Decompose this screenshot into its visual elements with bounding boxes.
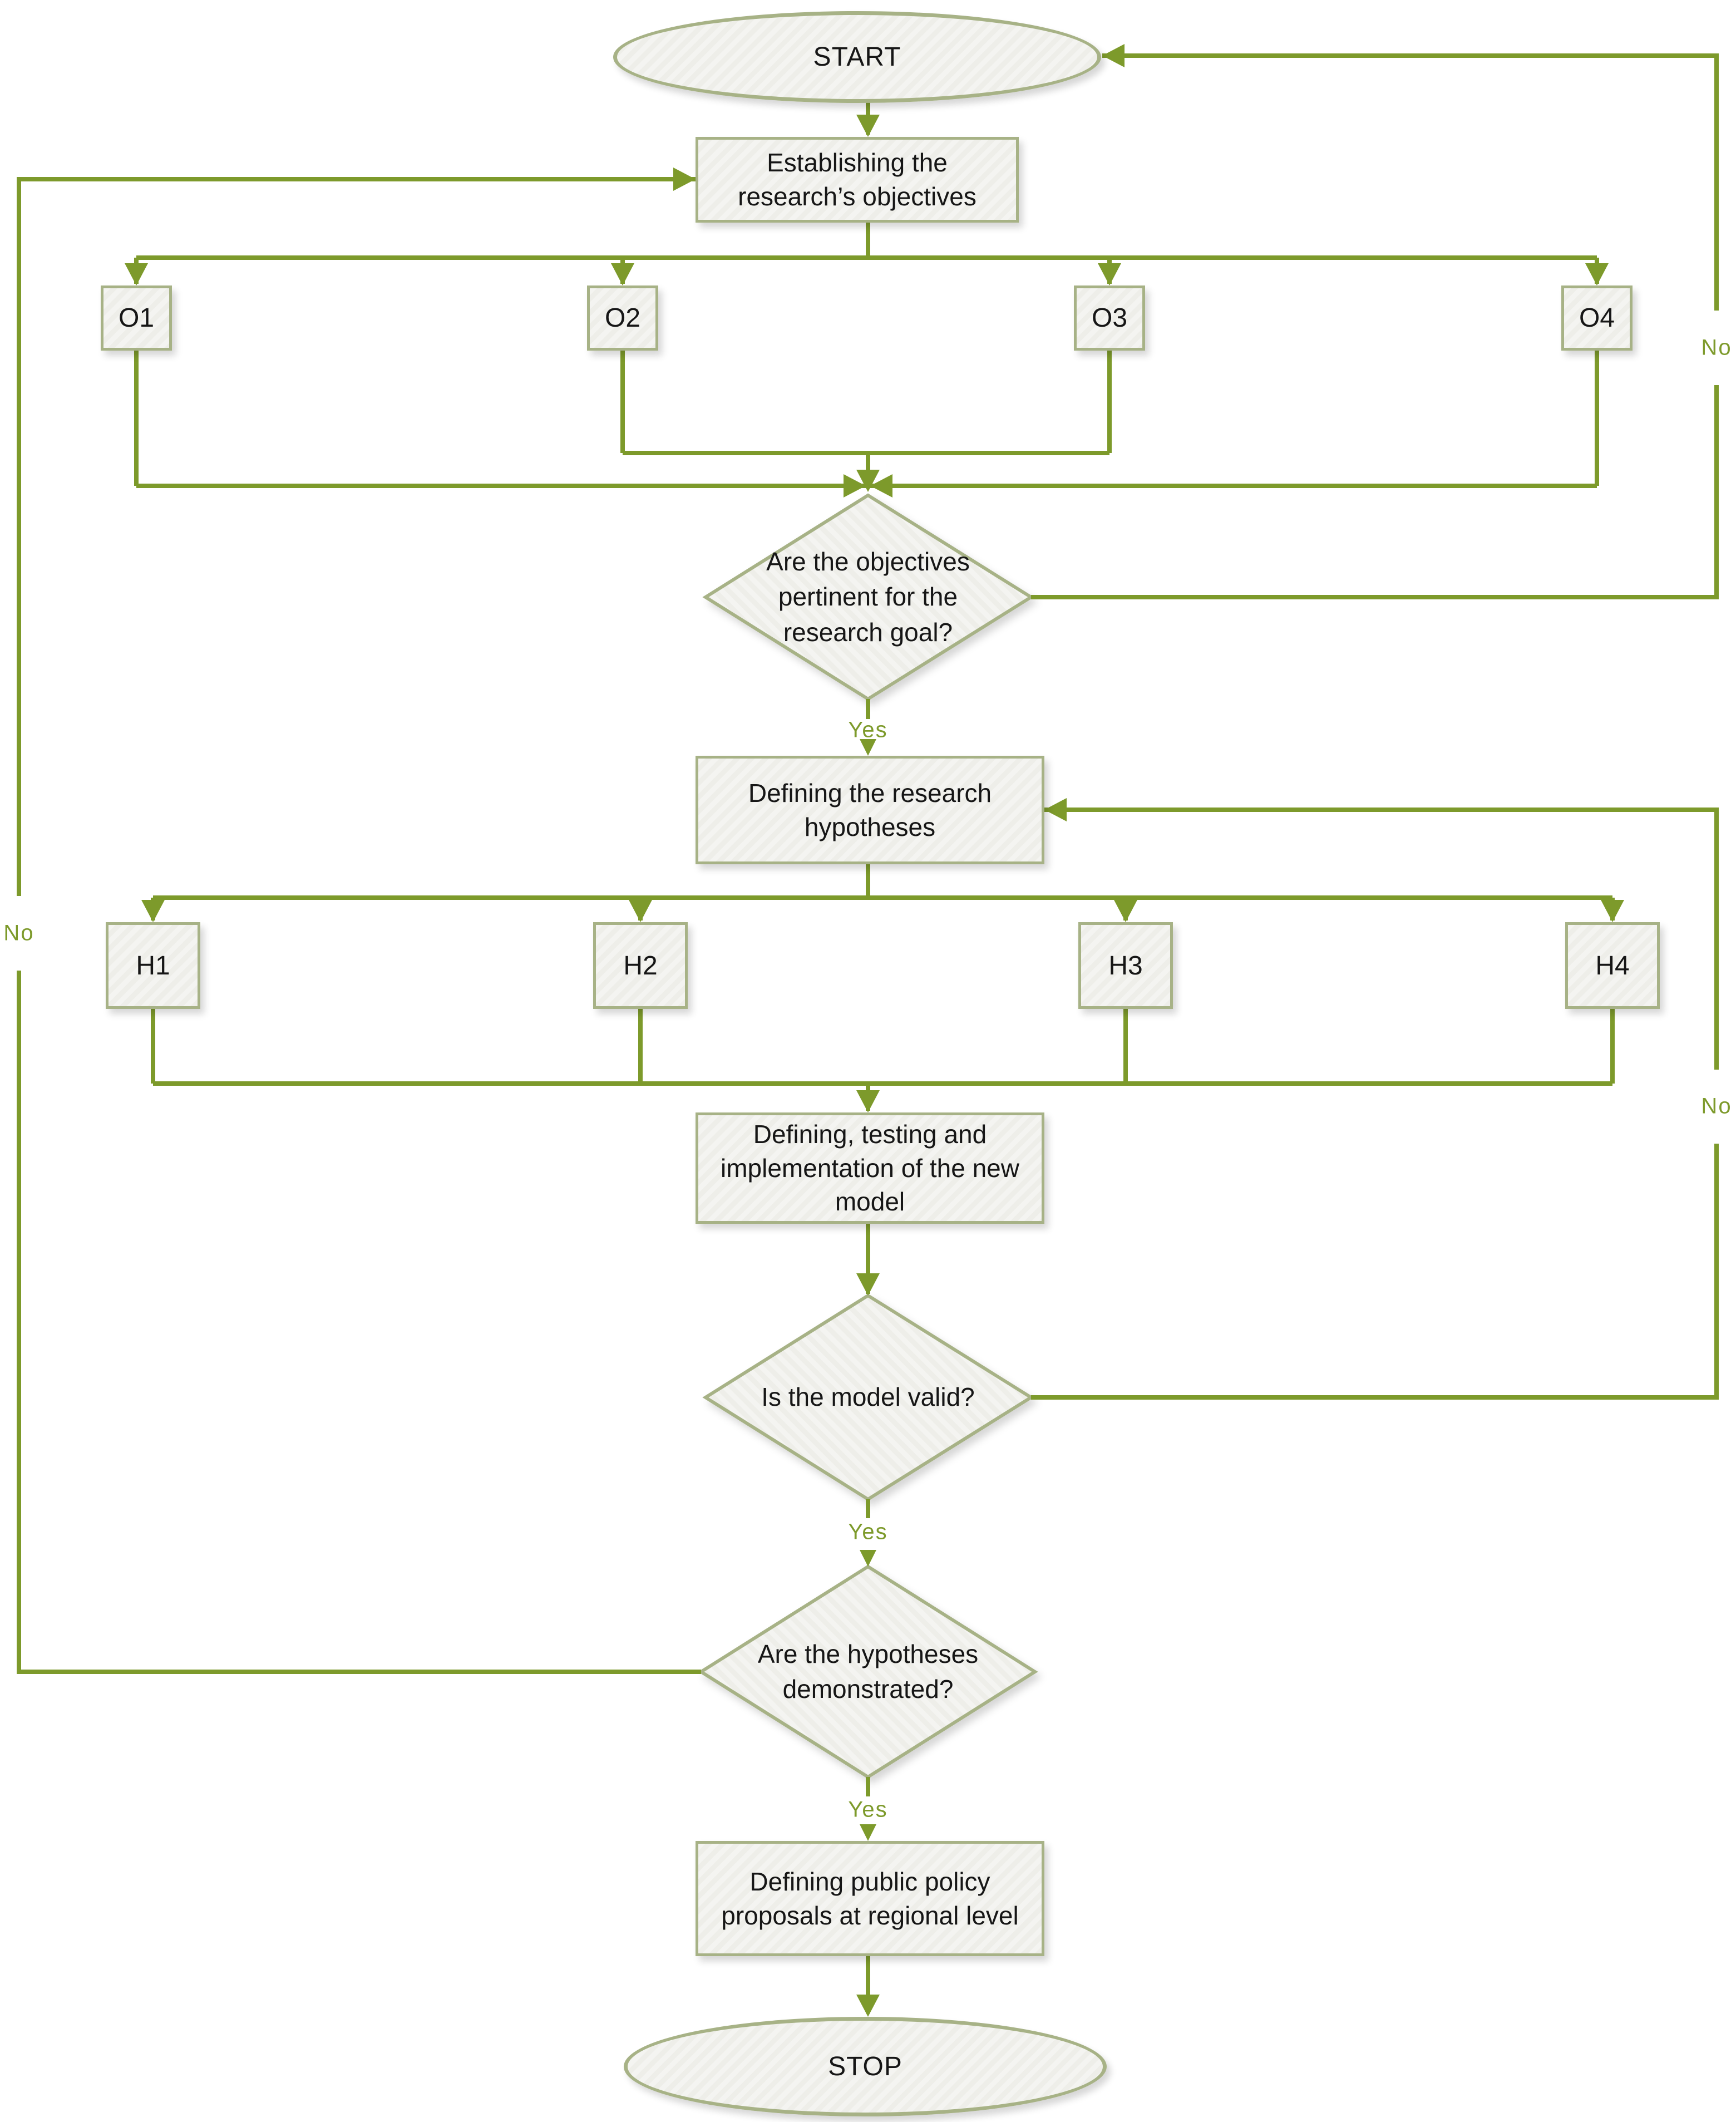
node-h2: H2: [593, 922, 688, 1009]
define-public-policy-label: Defining public policy proposals at regi…: [721, 1867, 1019, 1930]
establish-objectives-label: Establishing the research’s objectives: [738, 148, 976, 211]
edge-label-model-no: No: [1701, 1094, 1732, 1119]
start-label: START: [813, 42, 901, 72]
edge-label-hypotheses-no: No: [3, 920, 34, 946]
arrowheads: [125, 44, 1624, 2017]
o4-label: O4: [1579, 303, 1615, 333]
diamond-hypotheses-demonstrated-label: Are the hypotheses demonstrated?: [734, 1567, 1002, 1777]
stop-label: STOP: [828, 2052, 902, 2081]
edge-label-objectives-no: No: [1701, 335, 1732, 360]
edge-label-hypotheses-yes: Yes: [848, 1797, 888, 1822]
model-valid-text: Is the model valid?: [761, 1382, 975, 1412]
node-stop: STOP: [624, 2017, 1107, 2116]
node-o2: O2: [587, 285, 658, 351]
node-h4: H4: [1565, 922, 1660, 1009]
objectives-pertinent-text: Are the objectives pertinent for the res…: [766, 546, 970, 647]
o3-label: O3: [1091, 303, 1128, 333]
h2-label: H2: [623, 951, 658, 981]
edge-label-model-yes: Yes: [848, 1519, 888, 1544]
node-start: START: [613, 11, 1101, 103]
node-o1: O1: [101, 285, 172, 351]
edge-label-objectives-yes: Yes: [848, 717, 888, 742]
hypotheses-demonstrated-text: Are the hypotheses demonstrated?: [757, 1639, 979, 1703]
define-test-model-label: Defining, testing and implementation of …: [721, 1119, 1019, 1217]
define-hypotheses-label: Defining the research hypotheses: [748, 778, 992, 841]
h3-label: H3: [1108, 951, 1143, 981]
h4-label: H4: [1595, 951, 1630, 981]
node-define-hypotheses: Defining the research hypotheses: [696, 756, 1044, 864]
node-define-test-model: Defining, testing and implementation of …: [696, 1112, 1044, 1224]
decision-diamonds: [698, 493, 1038, 1779]
node-o4: O4: [1561, 285, 1633, 351]
node-h1: H1: [106, 922, 200, 1009]
h1-label: H1: [136, 951, 170, 981]
node-define-public-policy: Defining public policy proposals at regi…: [696, 1841, 1044, 1956]
o1-label: O1: [118, 303, 155, 333]
node-o3: O3: [1074, 285, 1145, 351]
diamond-objectives-pertinent-label: Are the objectives pertinent for the res…: [737, 495, 999, 699]
node-establish-objectives: Establishing the research’s objectives: [696, 137, 1019, 223]
node-h3: H3: [1078, 922, 1173, 1009]
diamond-model-valid-label: Is the model valid?: [737, 1296, 999, 1499]
o2-label: O2: [604, 303, 641, 333]
